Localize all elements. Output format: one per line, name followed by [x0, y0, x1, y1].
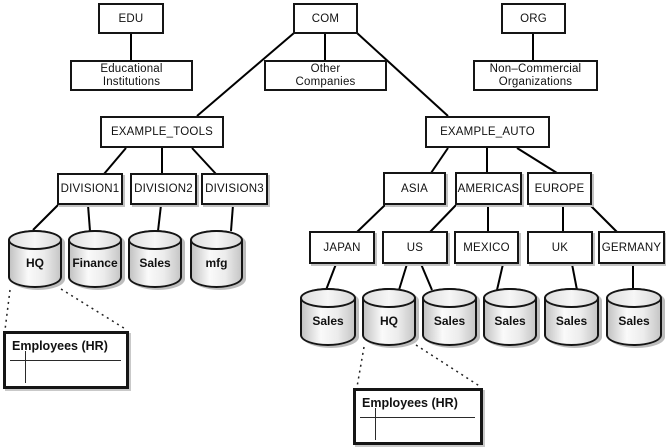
node-europe: EUROPE	[527, 172, 592, 205]
node-uk: UK	[527, 231, 593, 264]
database-cylinder-hq-tools: HQ	[8, 230, 62, 288]
node-label: EDU	[118, 12, 144, 25]
table-rule-vertical	[25, 351, 26, 383]
description-non-commercial-organizations: Non–Commercial Organizations	[473, 60, 598, 91]
node-asia: ASIA	[383, 172, 446, 205]
node-germany: GERMANY	[598, 231, 665, 264]
table-title: Employees (HR)	[362, 396, 458, 410]
database-label: mfg	[205, 256, 228, 270]
node-label: JAPAN	[323, 241, 361, 254]
description-text: Non–Commercial Organizations	[489, 62, 582, 88]
node-japan: JAPAN	[309, 231, 375, 264]
employees-hr-table-tools: Employees (HR)	[3, 331, 129, 389]
node-label: DIVISION2	[134, 183, 193, 195]
node-americas: AMERICAS	[455, 172, 522, 205]
database-label: Sales	[618, 314, 650, 328]
callout-dashed-lines	[4, 288, 482, 388]
database-cylinder-sales-tools: Sales	[128, 230, 182, 288]
node-example-auto: EXAMPLE_AUTO	[425, 116, 550, 148]
tree-connectors	[32, 32, 634, 291]
node-label: COM	[311, 12, 340, 25]
database-cylinder-sales-us: Sales	[422, 288, 477, 346]
database-label: Sales	[312, 314, 344, 328]
node-example-tools: EXAMPLE_TOOLS	[100, 116, 224, 148]
node-us: US	[382, 231, 448, 264]
database-label: Sales	[139, 256, 171, 270]
node-edu: EDU	[98, 3, 164, 34]
node-label: EXAMPLE_TOOLS	[110, 126, 214, 138]
database-cylinder-mfg: mfg	[190, 230, 243, 288]
table-rule-horizontal	[10, 360, 121, 361]
node-com: COM	[293, 3, 358, 34]
database-label: Finance	[72, 256, 118, 270]
database-label: Sales	[555, 314, 588, 328]
node-label: EXAMPLE_AUTO	[440, 126, 535, 138]
database-label: HQ	[380, 314, 398, 328]
node-label: ORG	[520, 12, 547, 25]
node-label: ASIA	[400, 182, 428, 195]
node-label: GERMANY	[601, 241, 662, 254]
employees-hr-table-auto: Employees (HR)	[353, 388, 483, 445]
database-cylinder-hq-us: HQ	[362, 288, 416, 346]
table-rule-horizontal	[360, 417, 475, 418]
node-label: MEXICO	[463, 241, 510, 254]
database-label: Sales	[494, 314, 526, 328]
node-division2: DIVISION2	[130, 173, 197, 205]
node-label: UK	[551, 241, 569, 254]
node-mexico: MEXICO	[454, 231, 519, 264]
node-label: DIVISION3	[205, 183, 264, 195]
node-label: US	[406, 241, 424, 254]
database-cylinder-sales-japan: Sales	[300, 288, 356, 346]
description-other-companies: Other Companies	[264, 60, 387, 91]
database-cylinder-sales-uk: Sales	[544, 288, 599, 346]
database-cylinder-finance: Finance	[68, 230, 122, 288]
database-cylinder-sales-germany: Sales	[606, 288, 662, 346]
node-division1: DIVISION1	[57, 173, 123, 205]
database-label: Sales	[433, 314, 466, 328]
node-division3: DIVISION3	[201, 173, 268, 205]
description-educational-institutions: Educational Institutions	[70, 60, 193, 91]
table-rule-vertical	[375, 408, 376, 440]
database-cylinder-sales-mexico: Sales	[483, 288, 537, 346]
table-title: Employees (HR)	[12, 339, 108, 353]
database-label: HQ	[26, 256, 44, 270]
description-text: Educational Institutions	[100, 62, 163, 88]
node-label: AMERICAS	[457, 182, 520, 195]
node-label: DIVISION1	[60, 183, 120, 195]
node-label: EUROPE	[534, 182, 585, 195]
description-text: Other Companies	[295, 62, 356, 88]
node-org: ORG	[501, 3, 566, 34]
